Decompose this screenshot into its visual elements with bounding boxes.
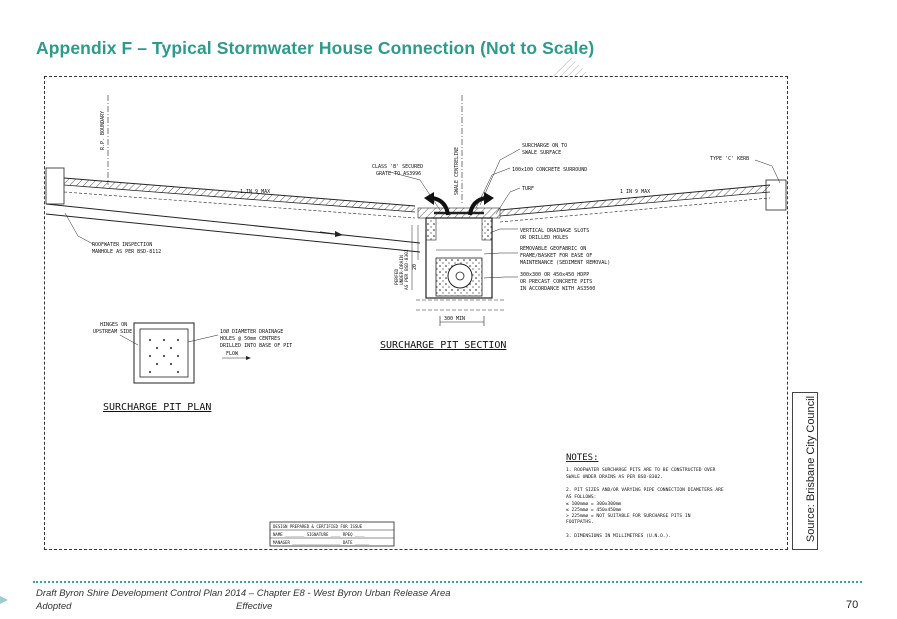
source-box: Source: Brisbane City Council xyxy=(792,392,818,550)
note-2e: > 225mmø = NOT SUITABLE FOR SURCHARGE PI… xyxy=(566,513,691,519)
note-2f: FOOTPATHS. xyxy=(566,519,594,525)
note-3: 3. DIMENSIONS IN MILLIMETRES (U.N.O.). xyxy=(566,533,671,539)
hinges-label-1: HINGES ON xyxy=(100,322,127,328)
hatch-decoration xyxy=(550,56,590,76)
roofwater-label-1: ROOFWATER INSPECTION xyxy=(92,242,152,248)
geofabric-label-2: FRAME/BASKET FOR EASE OF xyxy=(520,253,592,259)
ground-right xyxy=(499,179,787,223)
swale-centreline-label: SWALE CENTRELINE xyxy=(454,147,460,195)
titleblock-line-1: DESIGN PREPARED & CERTIFIED FOR ISSUE xyxy=(273,524,363,529)
footer-adopted: Adopted xyxy=(36,601,72,612)
dim-300-label: 300 MIN xyxy=(444,316,465,322)
pit-label-3: IN ACCORDANCE WITH AS3500 xyxy=(520,286,595,292)
concrete-surround-label: 100x100 CONCRETE SURROUND xyxy=(512,167,587,173)
footer-effective: Effective xyxy=(236,601,273,612)
flow-label: FLOW xyxy=(226,351,239,357)
notes-heading: NOTES: xyxy=(566,453,599,463)
pit-label-1: 300x300 OR 450x450 HDPP xyxy=(520,272,589,278)
vertical-slots-label-1: VERTICAL DRAINAGE SLOTS xyxy=(520,228,589,234)
note-1a: 1. ROOFWATER SURCHARGE PITS ARE TO BE CO… xyxy=(566,467,716,473)
pit-label-2: OR PRECAST CONCRETE PITS xyxy=(520,279,592,285)
note-2c: ≤ 100mmø = 300x300mm xyxy=(566,501,622,507)
footer-divider xyxy=(33,581,862,583)
page-number: 70 xyxy=(846,599,859,611)
holes-label-2: HOLES @ 50mm CENTRES xyxy=(220,336,280,342)
dim-20-label: 20 xyxy=(412,264,418,270)
section-title: SURCHARGE PIT SECTION xyxy=(380,340,506,351)
geofabric-label-3: MAINTENANCE (SEDIMENT REMOVAL) xyxy=(520,260,610,266)
titleblock-line-2: NAME ________ SIGNATURE ____ RPEQ ____ xyxy=(273,532,365,537)
under-drain-label-3: AS PER BSD-8302 xyxy=(404,249,410,290)
surcharge-label-1: SURCHARGE ON TO xyxy=(522,143,567,149)
type-c-kerb-label: TYPE 'C' KERB xyxy=(710,156,749,162)
vertical-slots-label-2: OR DRILLED HOLES xyxy=(520,235,568,241)
class-b-label-1: CLASS 'B' SECURED xyxy=(372,164,423,170)
surcharge-pit-plan xyxy=(133,322,251,384)
surcharge-pit-section xyxy=(411,192,505,326)
source-label: Source: Brisbane City Council xyxy=(805,395,817,543)
note-1b: SWALE UNDER DRAINS AS PER BSD-8302. xyxy=(566,474,663,480)
note-2d: ≤ 225mmø = 450x450mm xyxy=(566,507,622,513)
geofabric-label-1: REMOVABLE GEOFABRIC ON xyxy=(520,246,586,252)
titleblock-line-3: MANAGER ____________________ DATE ______ xyxy=(273,540,370,545)
footer-doc-title: Draft Byron Shire Development Control Pl… xyxy=(36,588,451,599)
boundary-label: R.P. BOUNDARY xyxy=(100,111,106,150)
turf-label: TURF xyxy=(522,186,534,192)
margin-arrow-icon xyxy=(0,596,8,604)
holes-label-3: DRILLED INTO BASE OF PIT xyxy=(220,343,292,349)
slope-left-label: 1 IN 9 MAX xyxy=(240,189,270,195)
note-2a: 2. PIT SIZES AND/OR VARYING PIPE CONNECT… xyxy=(566,487,724,493)
slope-right-label: 1 IN 9 MAX xyxy=(620,189,650,195)
holes-label-1: 10Ø DIAMETER DRAINAGE xyxy=(220,328,283,335)
under-drain-label-2: UNDER-DRAIN xyxy=(399,255,405,285)
hinges-label-2: UPSTREAM SIDE xyxy=(93,329,132,335)
surcharge-label-2: SWALE SURFACE xyxy=(522,150,561,156)
leader-lines xyxy=(64,148,781,346)
under-drain-label-1: PERFED xyxy=(394,268,400,285)
note-2b: AS FOLLOWS: xyxy=(566,494,596,500)
roofwater-label-2: MANHOLE AS PER BSD-8112 xyxy=(92,249,161,255)
class-b-label-2: GRATE TO AS3996 xyxy=(376,171,421,177)
drawing-frame xyxy=(44,76,788,550)
ground-left xyxy=(45,167,421,253)
title-block xyxy=(269,521,395,547)
plan-title: SURCHARGE PIT PLAN xyxy=(103,402,211,413)
page-title: Appendix F – Typical Stormwater House Co… xyxy=(36,38,595,58)
